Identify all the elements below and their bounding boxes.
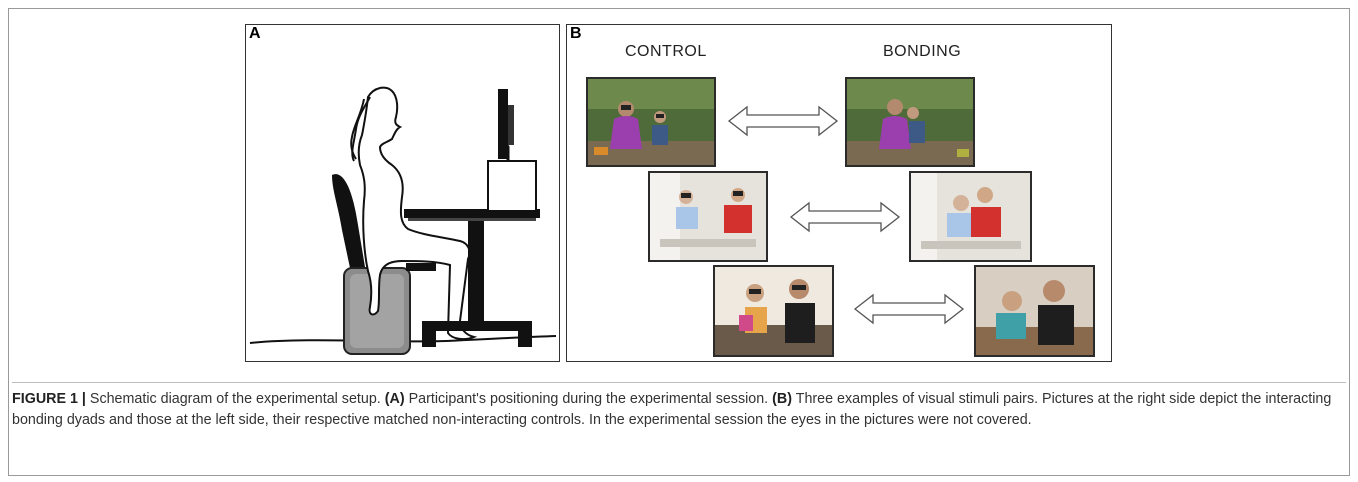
control-heading: CONTROL xyxy=(625,43,707,60)
control-photo-1 xyxy=(586,77,716,167)
panel-a-letter: A xyxy=(249,25,261,42)
caption-b-label: (B) xyxy=(772,391,792,407)
panel-a: A xyxy=(245,24,560,362)
panel-b-letter: B xyxy=(570,25,582,42)
caption-b-text: Three examples of visual stimuli pairs. … xyxy=(12,391,1332,428)
caption-a-label: (A) xyxy=(384,391,405,407)
double-arrow-icon-2 xyxy=(789,201,901,233)
control-photo-3 xyxy=(713,265,834,357)
bonding-photo-1 xyxy=(845,77,975,167)
double-arrow-icon-1 xyxy=(727,105,839,137)
bonding-heading: BONDING xyxy=(883,43,962,60)
figure-label: FIGURE 1 | xyxy=(12,391,86,407)
caption-a-text: Participant's positioning during the exp… xyxy=(408,391,769,407)
caption-intro: Schematic diagram of the experimental se… xyxy=(89,391,381,407)
double-arrow-icon-3 xyxy=(853,293,965,325)
participant-setup-drawing xyxy=(249,86,557,355)
figure-caption: FIGURE 1 | Schematic diagram of the expe… xyxy=(12,389,1344,431)
bonding-photo-3 xyxy=(974,265,1095,357)
panel-b: B CONTROL BONDING xyxy=(566,24,1112,362)
control-photo-2 xyxy=(648,171,768,262)
figure-frame xyxy=(8,8,1350,476)
bonding-photo-2 xyxy=(909,171,1032,262)
caption-divider xyxy=(12,382,1346,383)
